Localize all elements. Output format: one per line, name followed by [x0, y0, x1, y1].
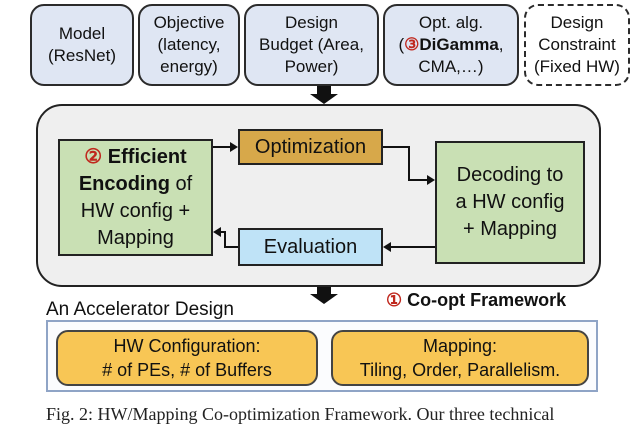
budget-line1: Design	[285, 13, 338, 32]
opt-alg-comma: ,	[498, 35, 504, 54]
model-box: Model (ResNet)	[30, 4, 134, 86]
evaluation-to-encoding-line	[219, 231, 238, 248]
encoding-of: of	[169, 172, 193, 195]
constraint-line1: Design	[550, 13, 604, 32]
mapping-line1: Mapping:	[422, 336, 498, 356]
evaluation-box: Evaluation	[238, 228, 383, 266]
constraint-line3: (Fixed HW)	[534, 57, 620, 76]
digamma-label: DiGamma	[419, 35, 499, 54]
down-arrow-icon	[310, 287, 338, 304]
decoding-box: Decoding to a HW config + Mapping	[435, 141, 585, 264]
objective-line3: energy)	[160, 57, 218, 76]
design-budget-box: Design Budget (Area, Power)	[244, 4, 379, 86]
encoding-line2: Encoding of	[79, 171, 192, 198]
decoding-line1: Decoding to	[456, 164, 564, 186]
opt-alg-line2: (③DiGamma,	[398, 34, 503, 56]
circled-three-icon: ③	[404, 35, 420, 54]
optimization-to-decoding-line	[383, 146, 428, 181]
arrow-head-icon	[230, 142, 238, 152]
encoding-bold1: Efficient	[107, 145, 187, 168]
arrow-head-icon	[383, 242, 391, 252]
design-constraint-box: Design Constraint (Fixed HW)	[524, 4, 630, 86]
hw-config-line1: HW Configuration:	[113, 336, 261, 356]
efficient-encoding-box: ② Efficient Encoding of HW config + Mapp…	[58, 139, 213, 256]
encoding-line3: HW config +	[80, 199, 191, 222]
decoding-line3: + Mapping	[463, 218, 557, 240]
decoding-line2: a HW config	[455, 191, 565, 213]
mapping-box: Mapping: Tiling, Order, Parallelism.	[331, 330, 589, 386]
mapping-line2: Tiling, Order, Parallelism.	[359, 360, 561, 380]
encoding-line4: Mapping	[97, 226, 174, 249]
down-arrow-icon	[310, 86, 338, 104]
objective-box: Objective (latency, energy)	[138, 4, 240, 86]
model-label: Model	[58, 24, 106, 43]
objective-line2: (latency,	[157, 35, 221, 54]
opt-alg-line3: CMA,…)	[418, 57, 484, 76]
evaluation-label: Evaluation	[263, 235, 358, 258]
circled-two-icon: ②	[84, 145, 103, 168]
opt-alg-label: Opt. alg.	[418, 13, 484, 32]
encoding-bold2: Encoding	[78, 172, 170, 195]
budget-line2: Budget (Area,	[259, 35, 364, 54]
optimization-label: Optimization	[254, 135, 367, 158]
figure-caption: Fig. 2: HW/Mapping Co-optimization Frame…	[46, 404, 555, 424]
hw-configuration-box: HW Configuration: # of PEs, # of Buffers	[56, 330, 318, 386]
model-value: (ResNet)	[47, 46, 116, 65]
objective-label: Objective	[153, 13, 225, 32]
encoding-line1: ② Efficient	[84, 144, 186, 171]
opt-alg-box: Opt. alg. (③DiGamma, CMA,…)	[383, 4, 519, 86]
opt-alg-paren: (	[398, 35, 405, 54]
accelerator-design-title: An Accelerator Design	[46, 299, 234, 320]
hw-config-line2: # of PEs, # of Buffers	[102, 360, 272, 380]
arrow-head-icon	[427, 175, 435, 185]
constraint-line2: Constraint	[538, 35, 616, 54]
co-opt-framework-label: ① Co-opt Framework	[386, 290, 566, 311]
arrow-head-icon	[213, 227, 221, 237]
framework-label-text: Co-opt Framework	[407, 290, 567, 310]
optimization-box: Optimization	[238, 129, 383, 165]
circled-one-icon: ①	[386, 290, 403, 310]
budget-line3: Power)	[284, 57, 339, 76]
